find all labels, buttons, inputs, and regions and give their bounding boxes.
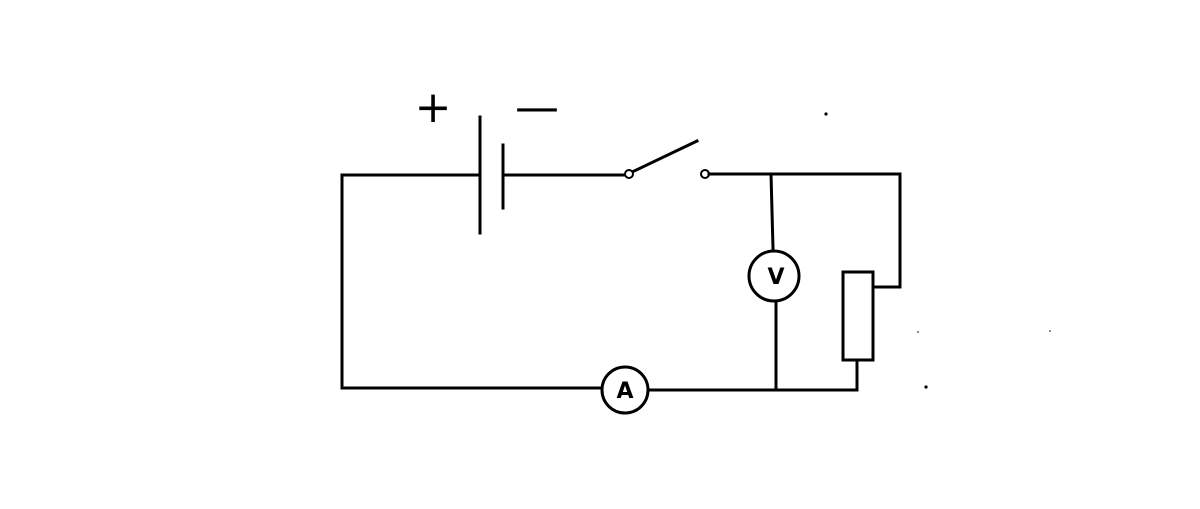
battery-minus-sign: — — [515, 82, 559, 133]
battery-plus-sign: + — [415, 82, 452, 133]
wire-left-loop — [340, 173, 604, 390]
voltmeter: V — [747, 249, 801, 303]
ammeter-circle — [600, 365, 650, 415]
stray-dot — [1049, 330, 1051, 332]
battery: + — — [415, 82, 559, 235]
wire-switch-to-right — [707, 172, 902, 289]
voltmeter-label: V — [767, 265, 784, 290]
resistor — [841, 270, 875, 362]
stray-dot — [824, 112, 828, 116]
wire-voltmeter-top — [769, 172, 775, 250]
switch — [624, 138, 710, 179]
voltmeter-circle — [747, 249, 801, 303]
switch-left-terminal — [624, 169, 634, 179]
stray-dot — [917, 331, 919, 333]
ammeter: A — [600, 365, 650, 415]
wire-bottom-right — [646, 360, 859, 392]
switch-blade — [627, 138, 700, 176]
stray-dot — [924, 385, 928, 389]
ammeter-label: A — [616, 379, 633, 404]
